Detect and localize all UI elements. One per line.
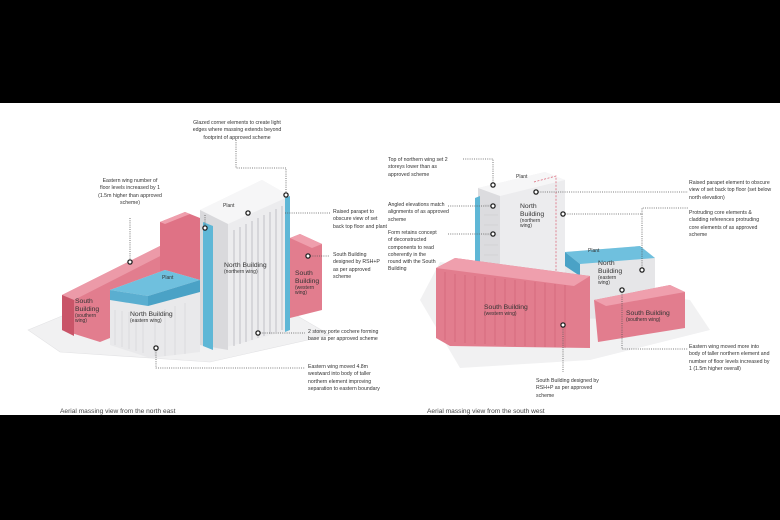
label-r-south-building-western-wing: South Building (western wing) <box>484 304 528 317</box>
label-r-plant-top: Plant <box>516 174 528 180</box>
note-eastern-wing-moved: Eastern wing moved 4.8m westward into bo… <box>308 364 380 392</box>
note-top-northern-wing: Top of northern wing set 2 storeys lower… <box>388 157 448 178</box>
label-north-building-northern-wing: North Building (northern wing) <box>224 262 267 275</box>
label-north-building-eastern-wing: North Building (eastern wing) <box>130 311 173 324</box>
note-porte-cochere: 2 storey porte cochere forming base as p… <box>308 329 379 343</box>
caption-north-east-view: Aerial massing view from the north east <box>60 408 176 415</box>
note-raised-parapet-element: Raised parapet element to obscure view o… <box>689 180 772 201</box>
label-plant-top: Plant <box>223 203 235 209</box>
label-r-plant-eastern: Plant <box>588 248 600 254</box>
label-south-building-western-wing: South Building (western wing) <box>295 270 320 297</box>
note-angled-elevations: Angled elevations match alignments of as… <box>388 202 449 223</box>
note-form-retains: Form retains concept of deconstructed co… <box>388 230 437 273</box>
label-plant-eastern: Plant <box>162 275 174 281</box>
note-r-south-building-rsh: South Building designed by RSH+P as per … <box>536 378 599 399</box>
note-raised-parapet: Raised parapet to obscure view of set ba… <box>333 209 387 230</box>
label-r-north-building-northern-wing: North Building (northern wing) <box>520 203 545 230</box>
label-r-south-building-southern-wing: South Building (southern wing) <box>626 310 670 323</box>
note-eastern-wing-moved-more: Eastern wing moved more into body of tal… <box>689 344 770 372</box>
note-protruding-core: Protruding core elements & cladding refe… <box>689 210 760 238</box>
note-south-building-rsh: South Building designed by RSH+P as per … <box>333 252 380 280</box>
caption-south-west-view: Aerial massing view from the south west <box>427 408 545 415</box>
note-glazed-corner: Glazed corner elements to create light e… <box>192 120 282 141</box>
label-r-north-building-eastern-wing: North Building (eastern wing) <box>598 260 623 287</box>
label-south-building-southern-wing: South Building (southern wing) <box>75 298 100 325</box>
note-eastern-wing-floors: Eastern wing number of floor levels incr… <box>98 178 162 206</box>
